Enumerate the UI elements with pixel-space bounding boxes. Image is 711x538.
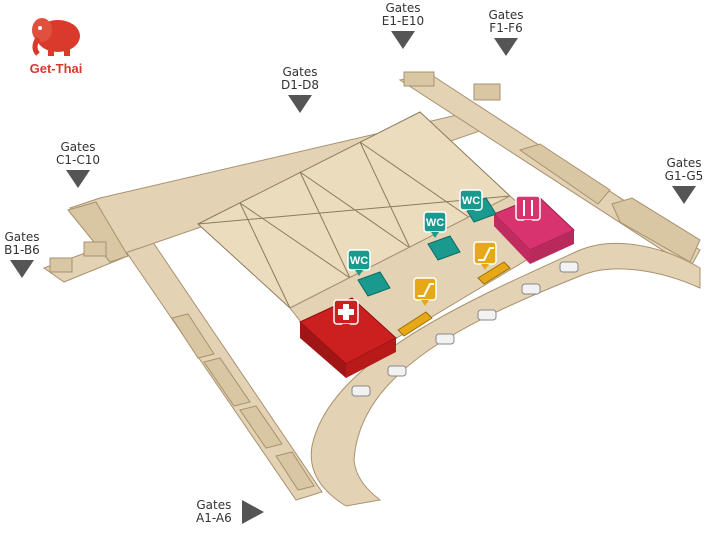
elephant-icon xyxy=(32,18,80,56)
pier-f-block xyxy=(473,83,501,101)
arrow-down-icon xyxy=(391,31,415,49)
wc-marker[interactable]: WC xyxy=(347,249,371,276)
pier-a-block xyxy=(239,405,283,449)
arrow-down-icon xyxy=(672,186,696,204)
gates-e-label[interactable]: Gates E1-E10 xyxy=(378,2,428,49)
gate-heading: Gates xyxy=(196,498,232,512)
dining-building-front xyxy=(530,230,574,264)
pier-c-block xyxy=(83,241,107,257)
escalator-icon xyxy=(478,247,494,261)
gate-heading: Gates xyxy=(666,156,702,170)
car-icon xyxy=(435,333,455,345)
pier-a-block xyxy=(203,357,251,407)
wc-label: WC xyxy=(350,255,368,267)
car-icon xyxy=(521,283,541,295)
gate-range: E1-E10 xyxy=(381,14,425,28)
car-icon xyxy=(477,309,497,321)
pier-c-block xyxy=(49,257,73,273)
medical-marker[interactable] xyxy=(333,299,359,330)
gate-heading: Gates xyxy=(488,8,524,22)
wc-block xyxy=(357,271,391,297)
medical-building-side xyxy=(300,322,346,378)
gate-heading: Gates xyxy=(282,65,318,79)
roof-line xyxy=(359,141,471,219)
gate-range: C1-C10 xyxy=(56,153,100,167)
pier-a-block xyxy=(275,451,315,491)
roof-line xyxy=(239,202,351,279)
car-icon xyxy=(387,365,407,377)
gates-b-label[interactable]: Gates B1-B6 xyxy=(2,231,42,278)
roof-line xyxy=(239,202,291,309)
pier-a-block xyxy=(171,313,215,359)
escalator-icon xyxy=(418,283,434,297)
arrow-down-icon xyxy=(10,260,34,278)
logo-text: Get-Thai xyxy=(29,61,83,76)
arrow-down-icon xyxy=(66,170,90,188)
gate-heading: Gates xyxy=(385,1,421,15)
dining-building-side xyxy=(494,214,530,264)
get-thai-logo[interactable]: Get-Thai xyxy=(14,14,98,76)
medical-building-front xyxy=(346,338,396,378)
roof-line xyxy=(359,141,411,249)
gate-range: F1-F6 xyxy=(489,21,523,35)
roof-line xyxy=(197,195,511,225)
gates-c-label[interactable]: Gates C1-C10 xyxy=(54,141,102,188)
pier-g-block xyxy=(611,197,701,263)
gate-heading: Gates xyxy=(4,230,40,244)
wc-label: WC xyxy=(426,217,444,229)
roof-line xyxy=(299,171,411,249)
roof-line xyxy=(299,171,351,279)
arrow-down-icon xyxy=(288,95,312,113)
escalator-marker[interactable] xyxy=(473,241,497,270)
wc-block xyxy=(427,235,461,261)
escalator-ramp xyxy=(397,311,433,337)
escalator-marker[interactable] xyxy=(413,277,437,306)
gates-a-label[interactable]: Gates A1-A6 xyxy=(196,499,264,525)
pier-f-block xyxy=(518,143,611,205)
car-icon xyxy=(351,385,371,397)
gate-range: D1-D8 xyxy=(280,78,320,92)
wc-label: WC xyxy=(462,195,480,207)
gate-heading: Gates xyxy=(60,140,96,154)
car-icon xyxy=(559,261,579,273)
pier-e-block xyxy=(403,71,435,87)
gate-range: A1-A6 xyxy=(196,511,232,525)
arrow-right-icon xyxy=(241,500,264,524)
gates-d-label[interactable]: Gates D1-D8 xyxy=(278,66,322,113)
gate-range: B1-B6 xyxy=(4,243,40,257)
gate-range: G1-G5 xyxy=(664,169,704,183)
arrow-down-icon xyxy=(494,38,518,56)
wc-marker[interactable]: WC xyxy=(459,189,483,216)
wc-marker[interactable]: WC xyxy=(423,211,447,238)
gates-g-label[interactable]: Gates G1-G5 xyxy=(662,157,706,204)
escalator-ramp xyxy=(477,261,511,285)
dining-marker[interactable] xyxy=(515,195,541,226)
gates-f-label[interactable]: Gates F1-F6 xyxy=(484,9,528,56)
